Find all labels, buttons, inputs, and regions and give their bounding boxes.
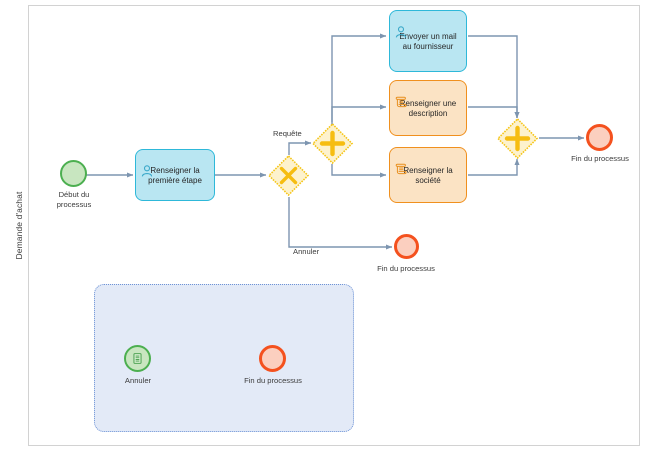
lane-label: Demande d'achat (13, 191, 24, 260)
start-event-annuler[interactable] (124, 345, 151, 372)
script-icon (394, 151, 408, 174)
task-label: Envoyer un mail au fournisseur (399, 31, 457, 52)
end-event-main[interactable] (586, 124, 613, 151)
task-renseigner-societe[interactable]: Renseigner la société (389, 147, 467, 203)
user-icon (394, 14, 408, 38)
task-label: Renseigner la première étape (148, 165, 202, 186)
form-icon (133, 353, 142, 364)
task-renseigner-description[interactable]: Renseigner une description (389, 80, 467, 136)
parallel-gateway-join[interactable] (496, 117, 539, 160)
task-label: Renseigner une description (399, 98, 457, 119)
flow-label-requete: Requête (273, 129, 302, 138)
exclusive-gateway[interactable] (267, 154, 310, 197)
end-event-main-label: Fin du processus (571, 154, 629, 163)
task-label: Renseigner la société (403, 165, 453, 186)
user-icon (140, 153, 154, 177)
task-envoyer-mail-fournisseur[interactable]: Envoyer un mail au fournisseur (389, 10, 467, 72)
start-event-debut[interactable] (60, 160, 87, 187)
end-event-annuler-label: Fin du processus (377, 264, 435, 273)
end-event-subprocess[interactable] (259, 345, 286, 372)
start-event-annuler-label: Annuler (124, 376, 152, 385)
flow-label-annuler: Annuler (293, 247, 320, 256)
start-event-debut-label: Début du processus (56, 190, 92, 209)
task-renseigner-premiere-etape[interactable]: Renseigner la première étape (135, 149, 215, 201)
script-icon (394, 84, 408, 107)
parallel-gateway-split[interactable] (311, 122, 354, 165)
end-event-annuler[interactable] (394, 234, 419, 259)
lane-header (8, 5, 29, 446)
end-event-subprocess-label: Fin du processus (244, 376, 302, 385)
